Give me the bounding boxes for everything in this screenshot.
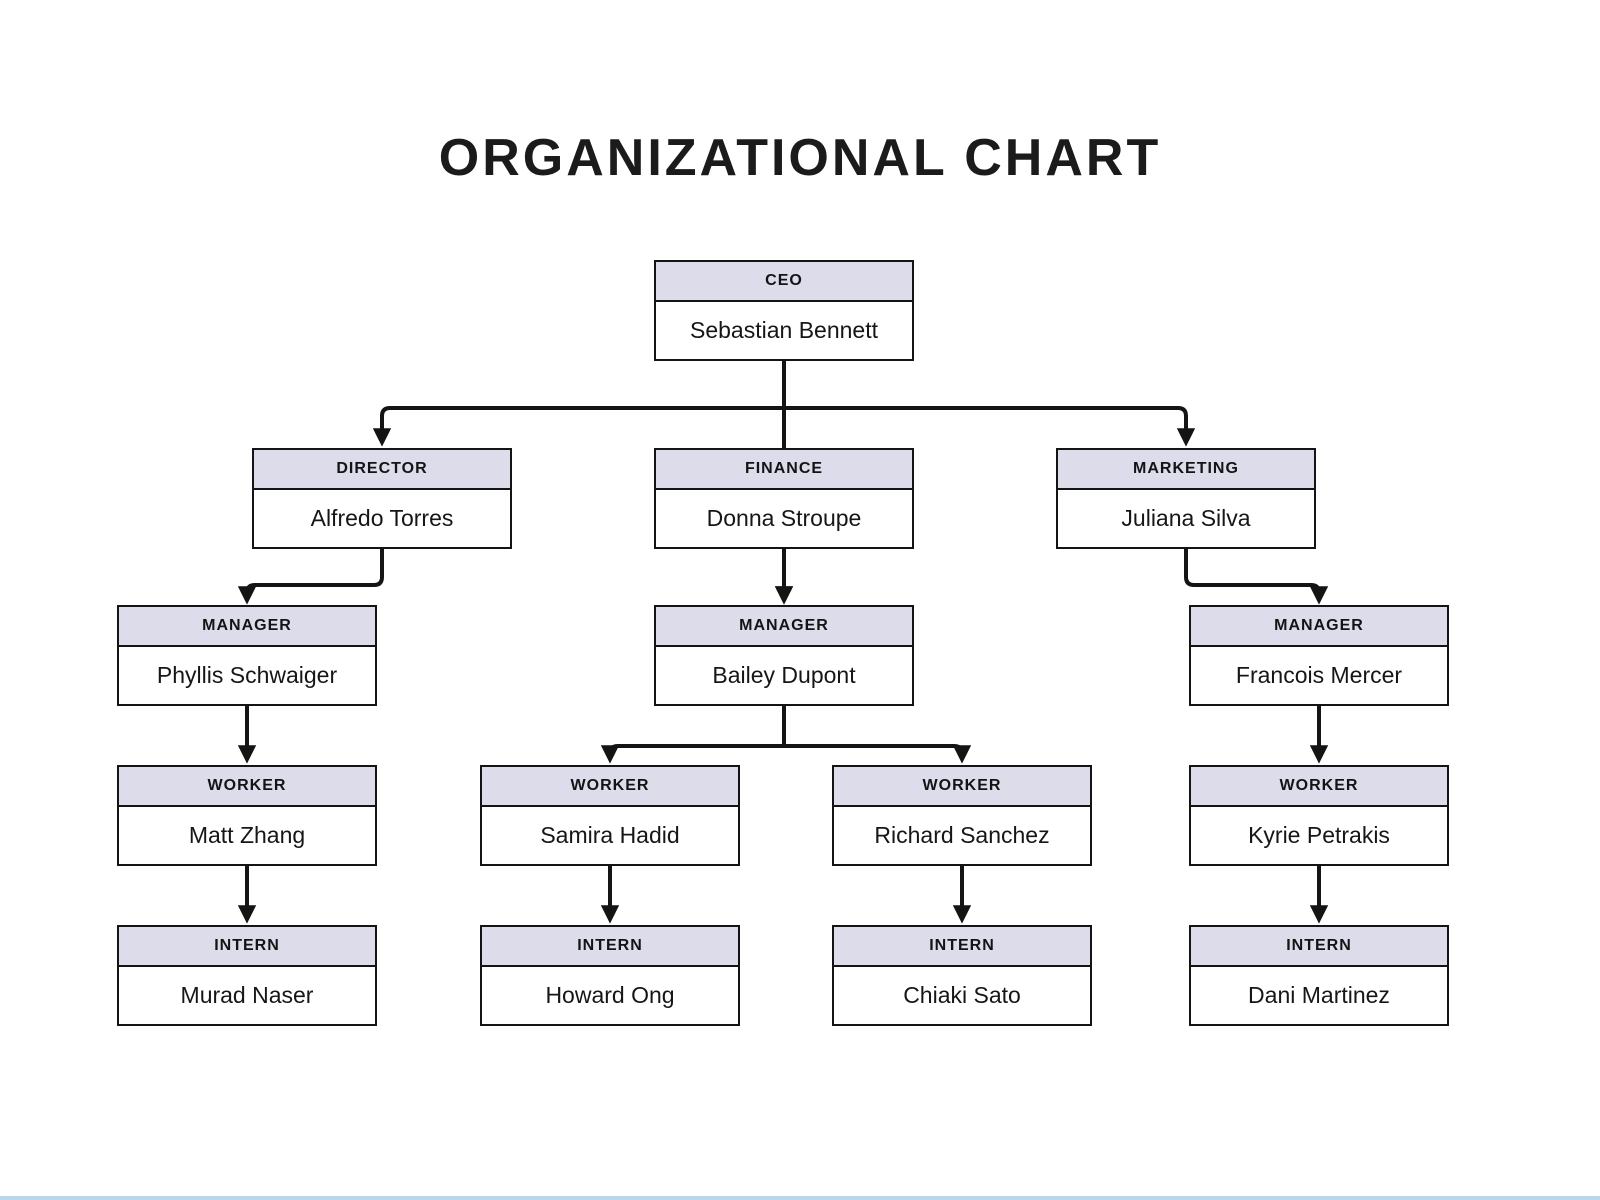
node-role-label: WORKER: [119, 767, 375, 807]
node-person-name: Bailey Dupont: [656, 647, 912, 704]
node-ceo: CEO Sebastian Bennett: [654, 260, 914, 361]
node-person-name: Howard Ong: [482, 967, 738, 1024]
node-intern-2: INTERN Howard Ong: [480, 925, 740, 1026]
node-person-name: Dani Martinez: [1191, 967, 1447, 1024]
node-role-label: FINANCE: [656, 450, 912, 490]
node-role-label: WORKER: [1191, 767, 1447, 807]
node-person-name: Alfredo Torres: [254, 490, 510, 547]
node-role-label: DIRECTOR: [254, 450, 510, 490]
node-person-name: Richard Sanchez: [834, 807, 1090, 864]
node-worker-3: WORKER Richard Sanchez: [832, 765, 1092, 866]
node-role-label: CEO: [656, 262, 912, 302]
node-person-name: Sebastian Bennett: [656, 302, 912, 359]
node-finance: FINANCE Donna Stroupe: [654, 448, 914, 549]
edge-director-manager1: [237, 547, 384, 605]
node-manager-1: MANAGER Phyllis Schwaiger: [117, 605, 377, 706]
node-role-label: INTERN: [1191, 927, 1447, 967]
node-role-label: MANAGER: [119, 607, 375, 647]
node-person-name: Matt Zhang: [119, 807, 375, 864]
node-person-name: Phyllis Schwaiger: [119, 647, 375, 704]
node-marketing: MARKETING Juliana Silva: [1056, 448, 1316, 549]
node-person-name: Kyrie Petrakis: [1191, 807, 1447, 864]
bottom-accent-strip: [0, 1196, 1600, 1200]
edge-ceo-director-marketing: [372, 406, 1196, 447]
node-role-label: MANAGER: [656, 607, 912, 647]
node-worker-1: WORKER Matt Zhang: [117, 765, 377, 866]
node-role-label: INTERN: [482, 927, 738, 967]
node-manager-3: MANAGER Francois Mercer: [1189, 605, 1449, 706]
node-intern-1: INTERN Murad Naser: [117, 925, 377, 1026]
node-director: DIRECTOR Alfredo Torres: [252, 448, 512, 549]
node-intern-4: INTERN Dani Martinez: [1189, 925, 1449, 1026]
node-worker-2: WORKER Samira Hadid: [480, 765, 740, 866]
node-role-label: WORKER: [834, 767, 1090, 807]
node-worker-4: WORKER Kyrie Petrakis: [1189, 765, 1449, 866]
node-role-label: WORKER: [482, 767, 738, 807]
node-person-name: Murad Naser: [119, 967, 375, 1024]
node-role-label: INTERN: [834, 927, 1090, 967]
node-person-name: Donna Stroupe: [656, 490, 912, 547]
edge-manager2-workers: [600, 744, 972, 764]
node-person-name: Francois Mercer: [1191, 647, 1447, 704]
node-manager-2: MANAGER Bailey Dupont: [654, 605, 914, 706]
edge-marketing-manager3: [1184, 547, 1329, 605]
node-role-label: INTERN: [119, 927, 375, 967]
node-role-label: MANAGER: [1191, 607, 1447, 647]
node-person-name: Samira Hadid: [482, 807, 738, 864]
node-person-name: Chiaki Sato: [834, 967, 1090, 1024]
node-role-label: MARKETING: [1058, 450, 1314, 490]
node-intern-3: INTERN Chiaki Sato: [832, 925, 1092, 1026]
page-title: ORGANIZATIONAL CHART: [438, 129, 1162, 187]
node-person-name: Juliana Silva: [1058, 490, 1314, 547]
